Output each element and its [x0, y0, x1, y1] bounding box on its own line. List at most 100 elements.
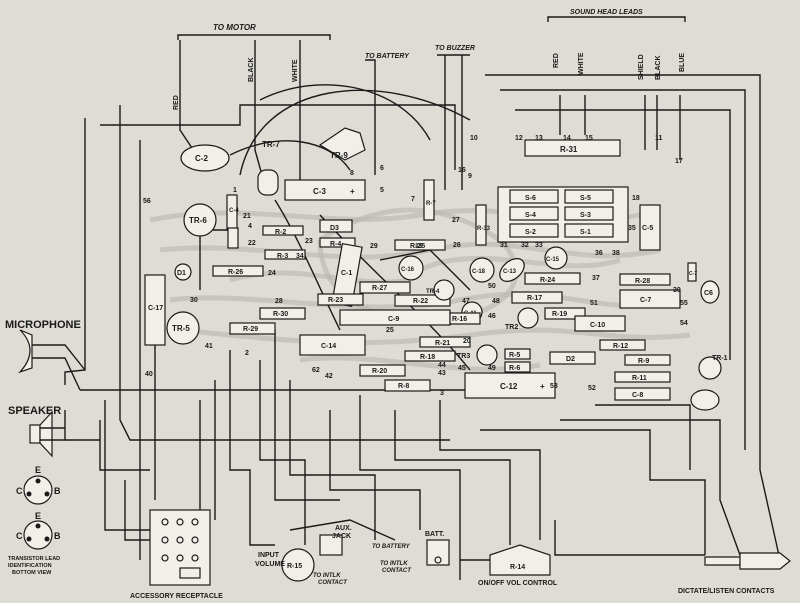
- motor-white-label: WHITE: [292, 59, 299, 82]
- r2-body: [262, 225, 304, 236]
- tr7-label: TR-7: [262, 140, 280, 149]
- pin-b-label-2: B: [54, 531, 61, 541]
- r11-body: [614, 371, 671, 383]
- svg-text:32: 32: [521, 242, 529, 249]
- r5-body: [504, 348, 531, 360]
- svg-text:14: 14: [563, 135, 571, 142]
- d2-label: D2: [566, 356, 575, 363]
- svg-text:3: 3: [440, 390, 444, 397]
- svg-text:38: 38: [612, 250, 620, 257]
- microphone-label: MICROPHONE: [5, 319, 81, 331]
- svg-text:36: 36: [595, 250, 603, 257]
- r12-body: [599, 339, 646, 351]
- s6-body: [509, 189, 559, 204]
- to-intlk-label-1: TO INTLK: [380, 561, 408, 567]
- tr1-cap: [690, 389, 720, 411]
- c14-body: [299, 334, 366, 356]
- r14-label: R-14: [510, 564, 525, 571]
- c17-label: C-17: [148, 305, 163, 312]
- c15-label: C-15: [546, 257, 560, 263]
- aux-jack-label-2: JACK: [332, 533, 351, 540]
- r26-label: R-26: [228, 269, 243, 276]
- aux-jack-label-1: AUX.: [335, 525, 352, 532]
- svg-text:27: 27: [452, 217, 460, 224]
- r8-label: R-8: [398, 383, 409, 390]
- c7b-label: C-7: [689, 271, 697, 277]
- svg-text:23: 23: [305, 238, 313, 245]
- svg-text:42: 42: [325, 373, 333, 380]
- svg-text:6: 6: [380, 165, 384, 172]
- svg-text:16: 16: [458, 167, 466, 174]
- r8-body: [384, 379, 431, 392]
- svg-text:34: 34: [296, 253, 304, 260]
- svg-text:50: 50: [488, 283, 496, 290]
- r1-body: [227, 227, 239, 249]
- s1-label: S-1: [580, 229, 591, 236]
- pin-b-label-1: B: [54, 486, 61, 496]
- motor-black-label: BLACK: [248, 58, 255, 83]
- c12-body: [464, 372, 556, 399]
- r7-label: R-7: [426, 201, 436, 207]
- microphone-symbol: [18, 329, 86, 391]
- speaker-symbol: [29, 410, 65, 458]
- tr1-body: [698, 356, 722, 380]
- s5-body: [564, 189, 614, 204]
- c12-label: C-12: [500, 382, 518, 391]
- svg-text:19: 19: [415, 243, 423, 250]
- s2-body: [509, 223, 559, 238]
- svg-text:28: 28: [275, 298, 283, 305]
- svg-text:49: 49: [488, 365, 496, 372]
- svg-text:4: 4: [248, 223, 252, 230]
- svg-text:2: 2: [245, 350, 249, 357]
- svg-text:20: 20: [463, 338, 471, 345]
- tr4-body: [433, 279, 455, 301]
- sh-red-label: RED: [553, 53, 560, 68]
- s2-label: S-2: [525, 229, 536, 236]
- tr2-label: TR2: [505, 324, 518, 331]
- to-battery-bottom-label: TO BATTERY: [372, 544, 411, 550]
- r25-body: [394, 239, 446, 251]
- to-intlk-label-2: CONTACT: [382, 568, 412, 574]
- r15-label: R-15: [287, 563, 302, 570]
- c8-body: [614, 387, 671, 401]
- r14-body: [489, 544, 551, 576]
- c13-body: [499, 258, 525, 282]
- c3-body: [284, 179, 366, 201]
- c7b-body: [687, 262, 697, 282]
- r15-body: [281, 548, 315, 582]
- d1-body: [174, 263, 192, 281]
- s1-body: [564, 223, 614, 238]
- c18-label: C-18: [472, 269, 486, 275]
- pin-e-label-1: E: [35, 465, 41, 475]
- r24-label: R-24: [540, 277, 555, 284]
- tr6-body: [183, 203, 217, 237]
- svg-text:56: 56: [143, 198, 151, 205]
- c5-body: [639, 204, 661, 251]
- tr5-body: [166, 311, 200, 345]
- svg-text:26: 26: [453, 242, 461, 249]
- r16-label: R-16: [452, 316, 467, 323]
- r22-body: [394, 294, 451, 307]
- svg-text:44: 44: [438, 362, 446, 369]
- c16-body: [398, 255, 424, 281]
- c4-label: C-4: [229, 208, 239, 214]
- r23-label: R-23: [328, 297, 343, 304]
- r17-label: R-17: [527, 295, 542, 302]
- r29-body: [229, 322, 276, 335]
- tr3-body: [476, 344, 498, 366]
- c8-label: C-8: [632, 392, 643, 399]
- tr3-label: TR3: [457, 353, 470, 360]
- svg-text:+: +: [350, 187, 355, 196]
- r24-body: [524, 272, 581, 285]
- r18-label: R-18: [420, 354, 435, 361]
- r22-label: R-22: [413, 298, 428, 305]
- svg-text:47: 47: [462, 298, 470, 305]
- r4-label: R-4: [330, 241, 341, 248]
- c6-body: [700, 280, 720, 304]
- r26-body: [212, 265, 264, 277]
- d1-label: D1: [177, 270, 186, 277]
- d2-body: [549, 351, 596, 365]
- svg-text:11: 11: [655, 135, 663, 142]
- r28-label: R-28: [635, 278, 650, 285]
